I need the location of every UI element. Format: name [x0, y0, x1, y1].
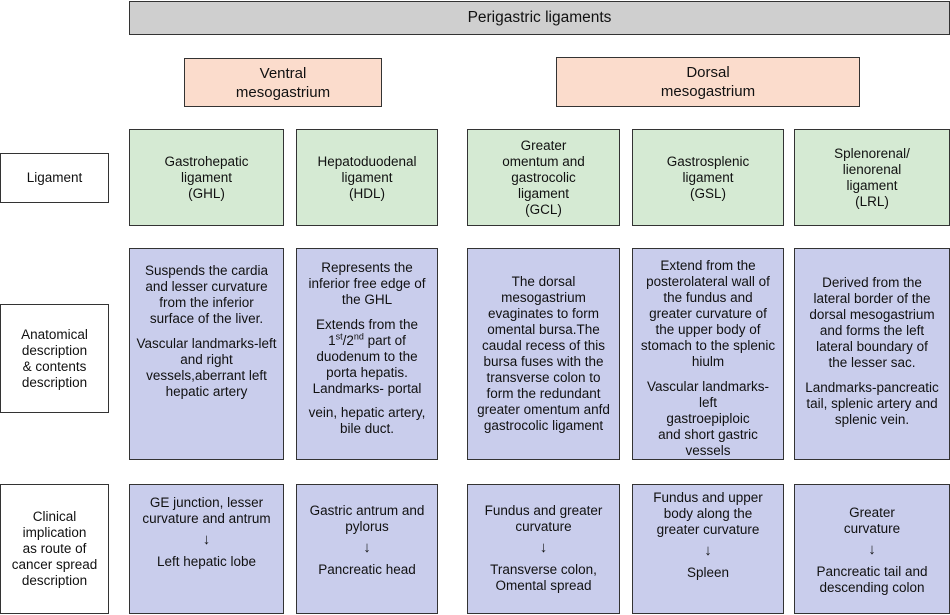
anatomical-hdl-text-2b: 1st/2nd part of [328, 331, 406, 348]
diagram-title-text: Perigastric ligaments [467, 9, 612, 26]
ligament-label-hdl: Hepatoduodenal ligament (HDL) [317, 153, 417, 201]
anatomical-lrl-text-2: Landmarks-pancreatic tail, splenic arter… [805, 380, 939, 427]
ligament-label-lrl: Splenorenal/ lienorenal ligament (LRL) [834, 145, 910, 209]
row-label-anatomical-text: Anatomical description & contents descri… [21, 326, 88, 390]
ligament-label-gcl: Greater omentum and gastrocolic ligament… [502, 137, 585, 217]
dorsal-mesogastrium-box: Dorsal mesogastrium [556, 57, 860, 107]
ligament-box-gsl: Gastrosplenic ligament (GSL) [632, 129, 784, 226]
clinical-hdl-target: Pancreatic head [318, 562, 416, 577]
row-label-clinical-text: Clinical implication as route of cancer … [11, 509, 98, 588]
anatomical-hdl-text-2a: Extends from the [315, 317, 419, 332]
clinical-gcl-source: Fundus and greater curvature [484, 503, 603, 534]
anatomical-hdl-text-2: Extends from the 1st/2nd part of duodenu… [307, 317, 428, 397]
anatomical-gcl-text-1: The dorsal mesogastrium evaginates to fo… [477, 274, 610, 433]
down-arrow-icon: ↓ [868, 541, 876, 558]
clinical-gsl-target: Spleen [686, 565, 730, 580]
clinical-ghl-target: Left hepatic lobe [156, 554, 257, 569]
anatomical-ghl-text-1: Suspends the cardia and lesser curvature… [144, 263, 269, 326]
clinical-hdl-source: Gastric antrum and pylorus [309, 503, 425, 534]
down-arrow-icon: ↓ [539, 539, 548, 556]
diagram-title: Perigastric ligaments [129, 1, 950, 35]
clinical-box-ghl: GE junction, lesser curvature and antrum… [129, 484, 284, 614]
row-label-anatomical: Anatomical description & contents descri… [0, 304, 109, 413]
ligament-label-ghl: Gastrohepatic ligament (GHL) [164, 153, 249, 201]
anatomical-box-gsl: Extend from the posterolateral wall of t… [632, 248, 784, 460]
anatomical-hdl-text-3: vein, hepatic artery, bile duct. [308, 405, 426, 436]
row-label-clinical: Clinical implication as route of cancer … [0, 484, 109, 614]
row-label-ligament: Ligament [0, 153, 109, 203]
anatomical-lrl-text-1: Derived from the lateral border of the d… [809, 275, 935, 370]
down-arrow-icon: ↓ [202, 531, 211, 548]
ventral-mesogastrium-box: Ventral mesogastrium [184, 58, 382, 107]
anatomical-gsl-text-1: Extend from the posterolateral wall of t… [640, 258, 776, 369]
anatomical-box-hdl: Represents the inferior free edge of the… [296, 248, 438, 460]
ligament-box-gcl: Greater omentum and gastrocolic ligament… [467, 129, 620, 226]
ligament-box-ghl: Gastrohepatic ligament (GHL) [129, 129, 284, 226]
clinical-lrl-target: Pancreatic tail and descending colon [816, 564, 928, 595]
anatomical-hdl-text-1: Represents the inferior free edge of the… [308, 260, 426, 307]
ventral-mesogastrium-label: Ventral mesogastrium [235, 64, 331, 101]
clinical-box-gcl: Fundus and greater curvature ↓ Transvers… [467, 484, 620, 614]
anatomical-hdl-text-2c: duodenum to the porta hepatis. Landmarks… [312, 349, 422, 396]
anatomical-ghl-text-2: Vascular landmarks-left and right vessel… [136, 336, 277, 399]
row-label-ligament-text: Ligament [26, 170, 83, 185]
anatomical-gsl-text-2: Vascular landmarks-left gastroepiploic a… [646, 379, 770, 458]
anatomical-box-lrl: Derived from the lateral border of the d… [794, 248, 950, 460]
clinical-box-gsl: Fundus and upper body along the greater … [632, 484, 784, 614]
down-arrow-icon: ↓ [363, 539, 371, 556]
dorsal-mesogastrium-label: Dorsal mesogastrium [660, 64, 756, 100]
clinical-lrl-source: Greater curvature [843, 505, 901, 536]
ligament-label-gsl: Gastrosplenic ligament (GSL) [666, 153, 750, 201]
clinical-gsl-source: Fundus and upper body along the greater … [653, 490, 763, 537]
ligament-box-lrl: Splenorenal/ lienorenal ligament (LRL) [794, 129, 950, 226]
anatomical-box-ghl: Suspends the cardia and lesser curvature… [129, 248, 284, 460]
clinical-ghl-source: GE junction, lesser curvature and antrum [142, 495, 271, 526]
clinical-box-lrl: Greater curvature ↓ Pancreatic tail and … [794, 484, 950, 614]
anatomical-box-gcl: The dorsal mesogastrium evaginates to fo… [467, 248, 620, 460]
down-arrow-icon: ↓ [704, 542, 712, 559]
clinical-box-hdl: Gastric antrum and pylorus ↓ Pancreatic … [296, 484, 438, 614]
clinical-gcl-target: Transverse colon, Omental spread [490, 562, 597, 593]
ligament-box-hdl: Hepatoduodenal ligament (HDL) [296, 129, 438, 226]
